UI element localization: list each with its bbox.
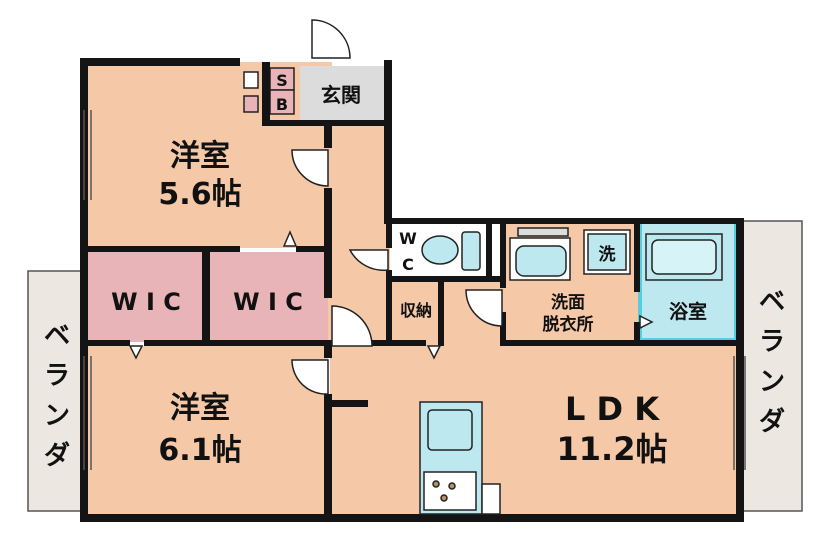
windows [83, 110, 746, 470]
shoebox-label-s: S [276, 71, 288, 90]
veranda-left-char-1: ベ [44, 321, 70, 351]
washroom-label-line2: 脱衣所 [543, 314, 594, 335]
storage-label: 収納 [400, 301, 432, 320]
veranda-right-char-3: ン [759, 367, 785, 397]
kitchen-counter [419, 401, 501, 515]
doors [291, 19, 503, 395]
bathtub [645, 233, 723, 281]
washer-box [583, 229, 631, 275]
veranda-left-area [27, 270, 87, 512]
washroom-label-line1: 洗面 [551, 292, 585, 313]
entrance-label: 玄関 [321, 83, 361, 107]
veranda-right-char-4: ダ [759, 406, 785, 437]
ldk-name: L D K [565, 390, 660, 428]
wic-right-label: W I C [233, 288, 303, 316]
bathroom-label: 浴室 [669, 300, 707, 323]
toilet-fixture [421, 231, 481, 271]
western-room-top-name: 洋室 [170, 139, 230, 174]
veranda-left-char-3: ン [44, 401, 70, 431]
wic-left-label: W I C [111, 288, 181, 316]
walls [80, 58, 744, 522]
sliding-markers [128, 230, 654, 360]
washer-label: 洗 [599, 244, 616, 265]
veranda-left-char-2: ラ [44, 361, 70, 391]
floors [86, 62, 740, 516]
washbasin [509, 227, 571, 281]
western-room-bottom-name: 洋室 [170, 391, 230, 426]
toilet-label-w: W [399, 229, 417, 248]
western-room-bottom-size: 6.1帖 [158, 433, 241, 468]
veranda-right-char-1: ベ [759, 287, 785, 317]
veranda-left-char-4: ダ [44, 440, 70, 471]
veranda-right-char-2: ラ [759, 327, 785, 357]
toilet-label-c: C [402, 255, 414, 274]
ldk-size: 11.2帖 [557, 430, 668, 468]
veranda-right-area [741, 220, 803, 512]
western-room-top-size: 5.6帖 [158, 177, 241, 212]
shoebox-label-b: B [276, 95, 288, 114]
